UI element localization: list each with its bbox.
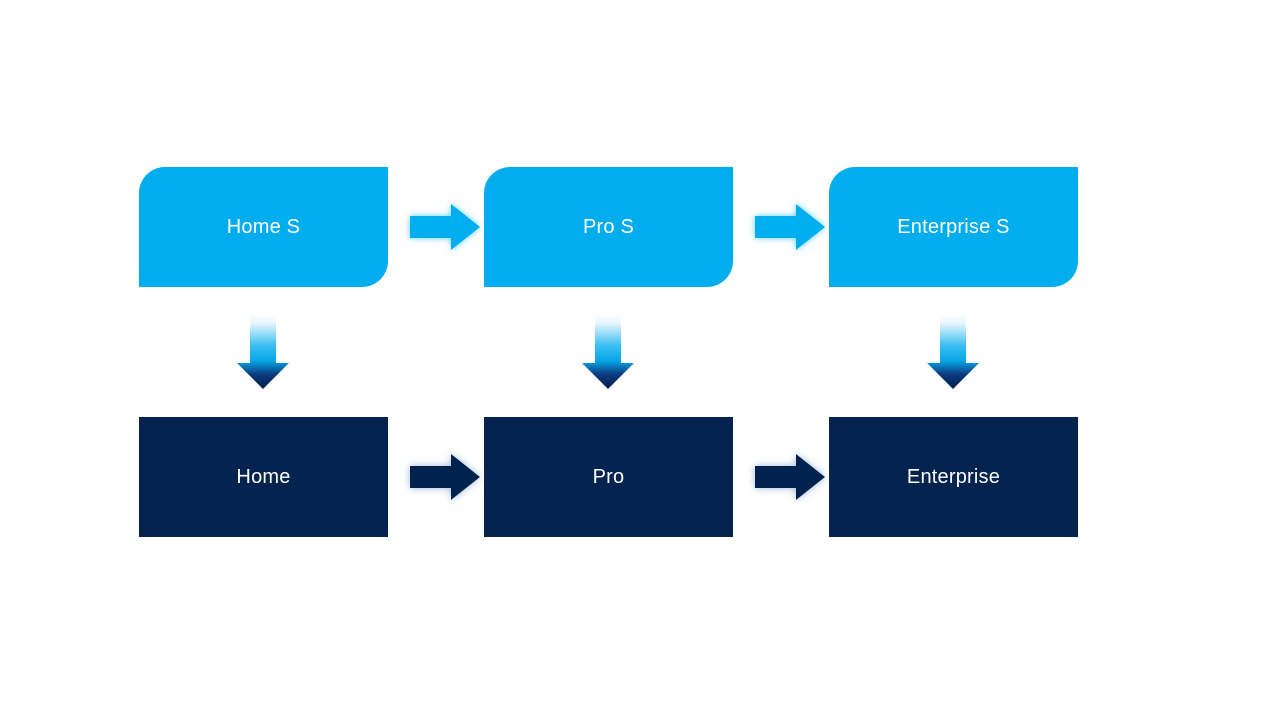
node-label: Home — [236, 466, 291, 488]
node-label: Home S — [226, 216, 301, 238]
node-enterprise-s[interactable]: Enterprise S — [829, 167, 1078, 287]
connector-pro-to-enterprise — [749, 449, 831, 505]
connector-pro-s-to-pro — [579, 315, 637, 391]
arrow-right-icon — [755, 454, 825, 500]
node-label: Pro — [592, 466, 625, 488]
connector-pro-s-to-enterprise-s — [749, 199, 831, 255]
node-enterprise[interactable]: Enterprise — [829, 417, 1078, 537]
connector-home-s-to-home — [234, 315, 292, 391]
arrow-down-icon — [927, 315, 979, 389]
node-home-s[interactable]: Home S — [139, 167, 388, 287]
arrow-down-icon — [237, 315, 289, 389]
connector-home-s-to-pro-s — [404, 199, 486, 255]
arrow-down-icon — [582, 315, 634, 389]
arrow-right-icon — [410, 454, 480, 500]
connector-home-to-pro — [404, 449, 486, 505]
arrow-right-icon — [755, 204, 825, 250]
node-label: Pro S — [582, 216, 635, 238]
node-label: Enterprise — [906, 466, 1001, 488]
connector-enterprise-s-to-enterprise — [924, 315, 982, 391]
arrow-right-icon — [410, 204, 480, 250]
node-pro-s[interactable]: Pro S — [484, 167, 733, 287]
node-pro[interactable]: Pro — [484, 417, 733, 537]
node-label: Enterprise S — [897, 216, 1010, 238]
node-home[interactable]: Home — [139, 417, 388, 537]
